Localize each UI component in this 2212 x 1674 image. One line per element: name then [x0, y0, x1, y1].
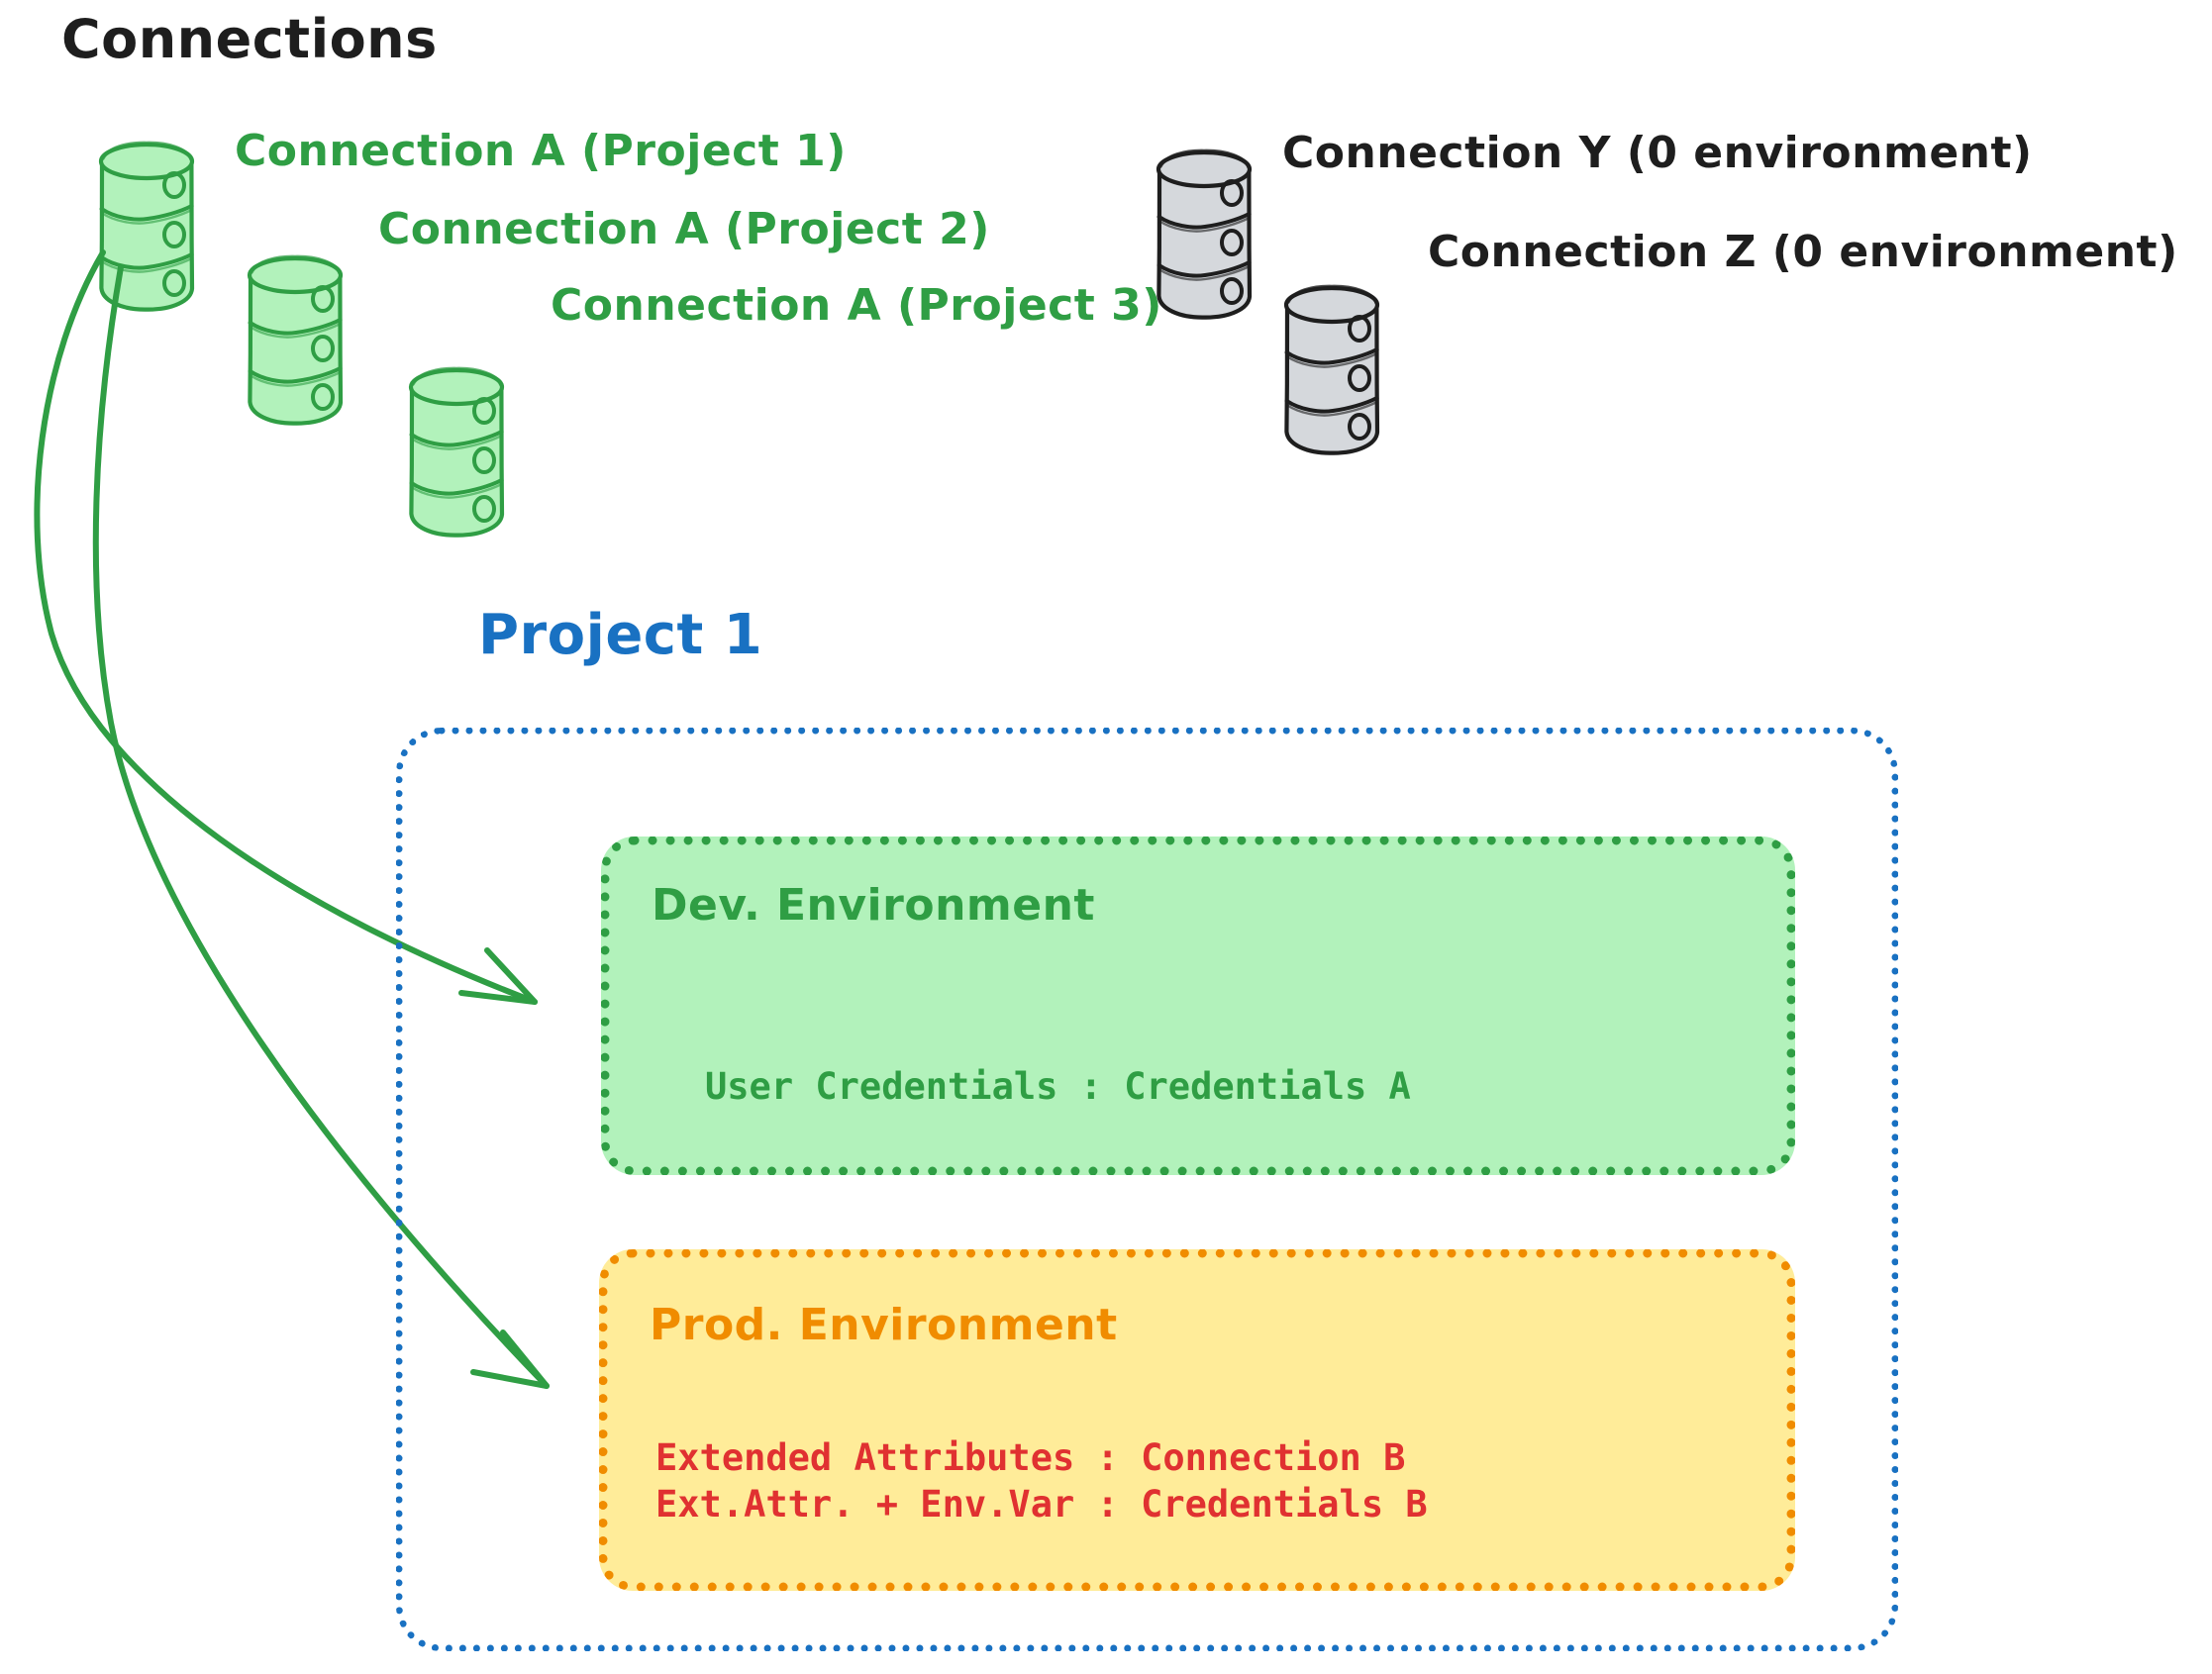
prod-environment-detail-line-1: Extended Attributes : Connection B	[655, 1436, 1406, 1479]
prod-environment-title: Prod. Environment	[650, 1300, 1118, 1350]
database-icon-connection-z	[1286, 286, 1377, 452]
connection-label-a-project-1: Connection A (Project 1)	[235, 126, 847, 176]
database-icon-connection-a-project-1	[101, 143, 192, 309]
prod-environment-detail-line-2: Ext.Attr. + Env.Var : Credentials B	[655, 1483, 1428, 1526]
page-title: Connections	[61, 8, 438, 70]
database-icon-connection-a-project-3	[411, 368, 502, 535]
connection-label-y: Connection Y (0 environment)	[1282, 128, 2033, 178]
dev-environment-credentials-line: User Credentials : Credentials A	[705, 1065, 1411, 1108]
connection-label-a-project-3: Connection A (Project 3)	[551, 280, 1162, 331]
prod-environment-box: Prod. Environment Extended Attributes : …	[599, 1249, 1795, 1591]
connection-label-z: Connection Z (0 environment)	[1428, 227, 2178, 277]
dev-environment-box: Dev. Environment User Credentials : Cred…	[601, 837, 1795, 1175]
prod-environment-detail-block: Extended Attributes : Connection B Ext.A…	[655, 1434, 1428, 1528]
project-title: Project 1	[478, 603, 763, 667]
database-icon-connection-a-project-2	[250, 256, 341, 423]
database-icon-connection-y	[1158, 150, 1250, 317]
dev-environment-title: Dev. Environment	[652, 880, 1095, 931]
project-container: Dev. Environment User Credentials : Cred…	[396, 728, 1898, 1651]
connection-label-a-project-2: Connection A (Project 2)	[378, 204, 990, 254]
